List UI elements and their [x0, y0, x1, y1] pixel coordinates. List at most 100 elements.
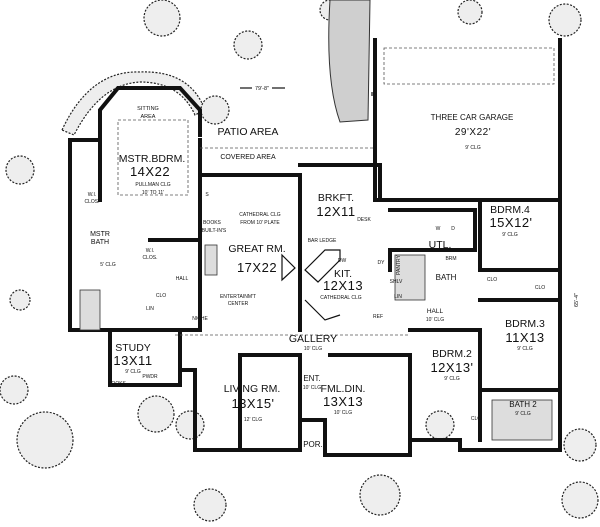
sitting-area-label: SITTING	[137, 106, 159, 112]
utility-name: UTL.	[429, 239, 452, 251]
breakfast-name: BRKFT.	[318, 192, 354, 204]
washer: W	[436, 226, 441, 232]
pantry-label: PANTRY	[396, 254, 402, 274]
bedroom4-name: BDRM.4	[490, 204, 530, 216]
depth-dimension: 65'-4"	[574, 293, 580, 307]
shelves-label: SHLV	[390, 279, 403, 285]
entry-note: 10' CLG	[303, 385, 321, 391]
sitting-area-label-2: AREA	[141, 114, 156, 120]
bedroom4-size: 15X12'	[489, 215, 532, 230]
bath2-name: BATH 2	[509, 400, 537, 409]
niche: NICHE	[192, 316, 208, 322]
walkin-closet-1b: CLOS.	[84, 199, 99, 205]
bedroom2-size: 12X13'	[430, 360, 473, 375]
stone-path	[328, 0, 371, 123]
clo-master: CLO	[156, 293, 166, 299]
bedroom3-name: BDRM.3	[505, 318, 545, 330]
tree-icon	[5, 155, 35, 185]
tree-icon	[561, 481, 599, 519]
porch-name: POR.	[303, 440, 323, 449]
closet-b2: CLO	[471, 416, 481, 422]
living-room-note: 12' CLG	[244, 417, 262, 423]
dy-label: DY	[378, 260, 386, 266]
garage-name: THREE CAR GARAGE	[431, 113, 514, 122]
tree-icon	[359, 474, 401, 516]
master-bedroom-note-2: 10' TO 11'	[142, 190, 164, 196]
covered-area-label: COVERED AREA	[220, 154, 276, 161]
great-room-size: 17X22	[237, 260, 277, 275]
refrigerator: REF	[373, 314, 383, 320]
study-name: STUDY	[115, 342, 151, 354]
powder-room: PWDR	[142, 374, 158, 380]
books-label: BOOKS	[108, 381, 126, 387]
tree-icon	[9, 289, 31, 311]
family-dining-note: 10' CLG	[334, 410, 352, 416]
lin-master: LIN	[146, 306, 154, 312]
tree-icon	[457, 0, 483, 25]
bath2-note: 9' CLG	[515, 411, 531, 417]
tree-icon	[563, 428, 597, 462]
study-size: 13X11	[113, 353, 152, 368]
master-bedroom-note: PULLMAN CLG	[135, 182, 170, 188]
broom-closet: BRM	[445, 256, 456, 262]
bedroom3-size: 11X13	[505, 330, 544, 345]
tree-icon	[200, 95, 230, 125]
entertainment-center: ENTERTAINM'T	[220, 294, 256, 300]
tree-icon	[548, 3, 582, 37]
tree-icon	[137, 395, 175, 433]
bedroom3-note: 9' CLG	[517, 346, 533, 352]
walkin-closet-1: W.I.	[88, 192, 97, 198]
master-bedroom-size: 14X22	[130, 164, 170, 179]
gallery-note: 10' CLG	[304, 346, 322, 352]
bar-ledge: BAR LEDGE	[308, 238, 337, 244]
books-builtins-2: BUILT-IN'S	[202, 228, 227, 234]
kitchen-name: KIT.	[334, 268, 352, 280]
breakfast-size: 12X11	[316, 204, 355, 219]
walkin-closet-2b: CLOS.	[142, 255, 157, 261]
hall-name: HALL	[427, 308, 444, 315]
kitchen-note: CATHEDRAL CLG	[320, 295, 362, 301]
tree-icon	[175, 410, 205, 440]
dryer: D	[451, 226, 455, 232]
books-builtins: BOOKS	[203, 220, 221, 226]
tree-icon	[193, 488, 227, 522]
dishwasher: DW	[338, 258, 347, 264]
study-note: 9' CLG	[125, 369, 141, 375]
great-room-note: CATHEDRAL CLG	[239, 212, 281, 218]
family-dining-size: 13X13	[323, 394, 363, 409]
kitchen-size: 12X13	[323, 278, 363, 293]
tree-icon	[425, 410, 455, 440]
closet-b4b: CLO	[535, 285, 545, 291]
width-dimension: 79'-8"	[255, 86, 269, 92]
details	[79, 47, 555, 441]
garage-note: 9' CLG	[465, 145, 481, 151]
garage-size: 29'X22'	[455, 127, 491, 138]
s-label: S	[205, 192, 209, 198]
master-bedroom-name: MSTR.BDRM.	[119, 153, 186, 165]
entry-name: ENT.	[303, 374, 320, 383]
bath-name: BATH	[436, 273, 457, 282]
tree-icon	[16, 411, 74, 469]
bedroom2-name: BDRM.2	[432, 348, 472, 360]
tree-icon	[233, 30, 263, 60]
desk: DESK	[357, 217, 371, 223]
gallery-name: GALLERY	[289, 333, 337, 345]
master-bath-name-2: BATH	[91, 239, 109, 246]
living-room-size: 13X15'	[231, 396, 274, 411]
tree-icon	[143, 0, 181, 37]
bedroom2-note: 9' CLG	[444, 376, 460, 382]
family-dining-name: FML.DIN.	[321, 383, 366, 395]
tree-icon	[0, 375, 29, 405]
hall-master: HALL	[176, 276, 189, 282]
entertainment-center-2: CENTER	[228, 301, 249, 307]
living-room-name: LIVING RM.	[224, 383, 281, 395]
patio-area-label: PATIO AREA	[218, 126, 279, 138]
walls	[68, 38, 562, 457]
closet-b4a: CLO	[487, 277, 497, 283]
bedroom4-note: 9' CLG	[502, 232, 518, 238]
linen-kitchen: LIN	[394, 294, 402, 300]
master-bath-name: MSTR	[90, 231, 110, 238]
walkin-closet-2: W.I.	[146, 248, 155, 254]
